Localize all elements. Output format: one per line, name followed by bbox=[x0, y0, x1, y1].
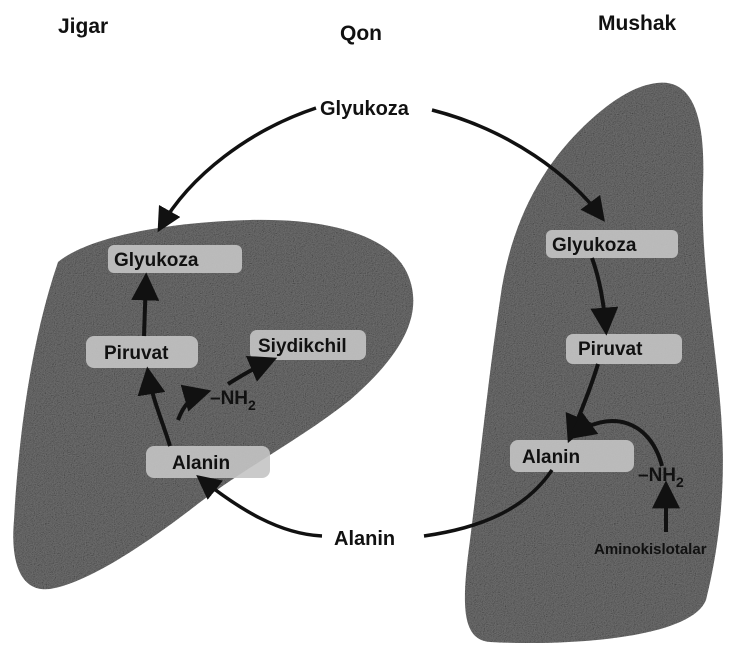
header-muscle: Mushak bbox=[598, 12, 677, 35]
muscle-pyruvate-label: Piruvat bbox=[578, 339, 643, 360]
muscle-glucose-label: Glyukoza bbox=[552, 235, 637, 256]
liver-pyruvate-label: Piruvat bbox=[104, 343, 169, 364]
muscle-nh2-subscript: 2 bbox=[676, 474, 684, 490]
blood-glucose-label: Glyukoza bbox=[320, 98, 410, 120]
liver-pyruvate-to-glucose-arrow bbox=[144, 278, 146, 336]
muscle-amino-acids-label: Aminokislotalar bbox=[594, 541, 707, 558]
liver-nh2-subscript: 2 bbox=[248, 397, 256, 413]
liver-alanine-label: Alanin bbox=[172, 453, 230, 474]
header-blood: Qon bbox=[340, 22, 382, 45]
blood-alanine-label: Alanin bbox=[334, 528, 395, 550]
header-liver: Jigar bbox=[58, 15, 108, 38]
muscle-alanine-label: Alanin bbox=[522, 447, 580, 468]
liver-urea-label: Siydikchil bbox=[258, 336, 347, 357]
liver-nh2-text: NH bbox=[221, 388, 248, 409]
liver-glucose-label: Glyukoza bbox=[114, 250, 199, 271]
muscle-nh2-text: NH bbox=[649, 465, 676, 486]
blood-glucose-to-liver-arrow bbox=[160, 108, 316, 228]
